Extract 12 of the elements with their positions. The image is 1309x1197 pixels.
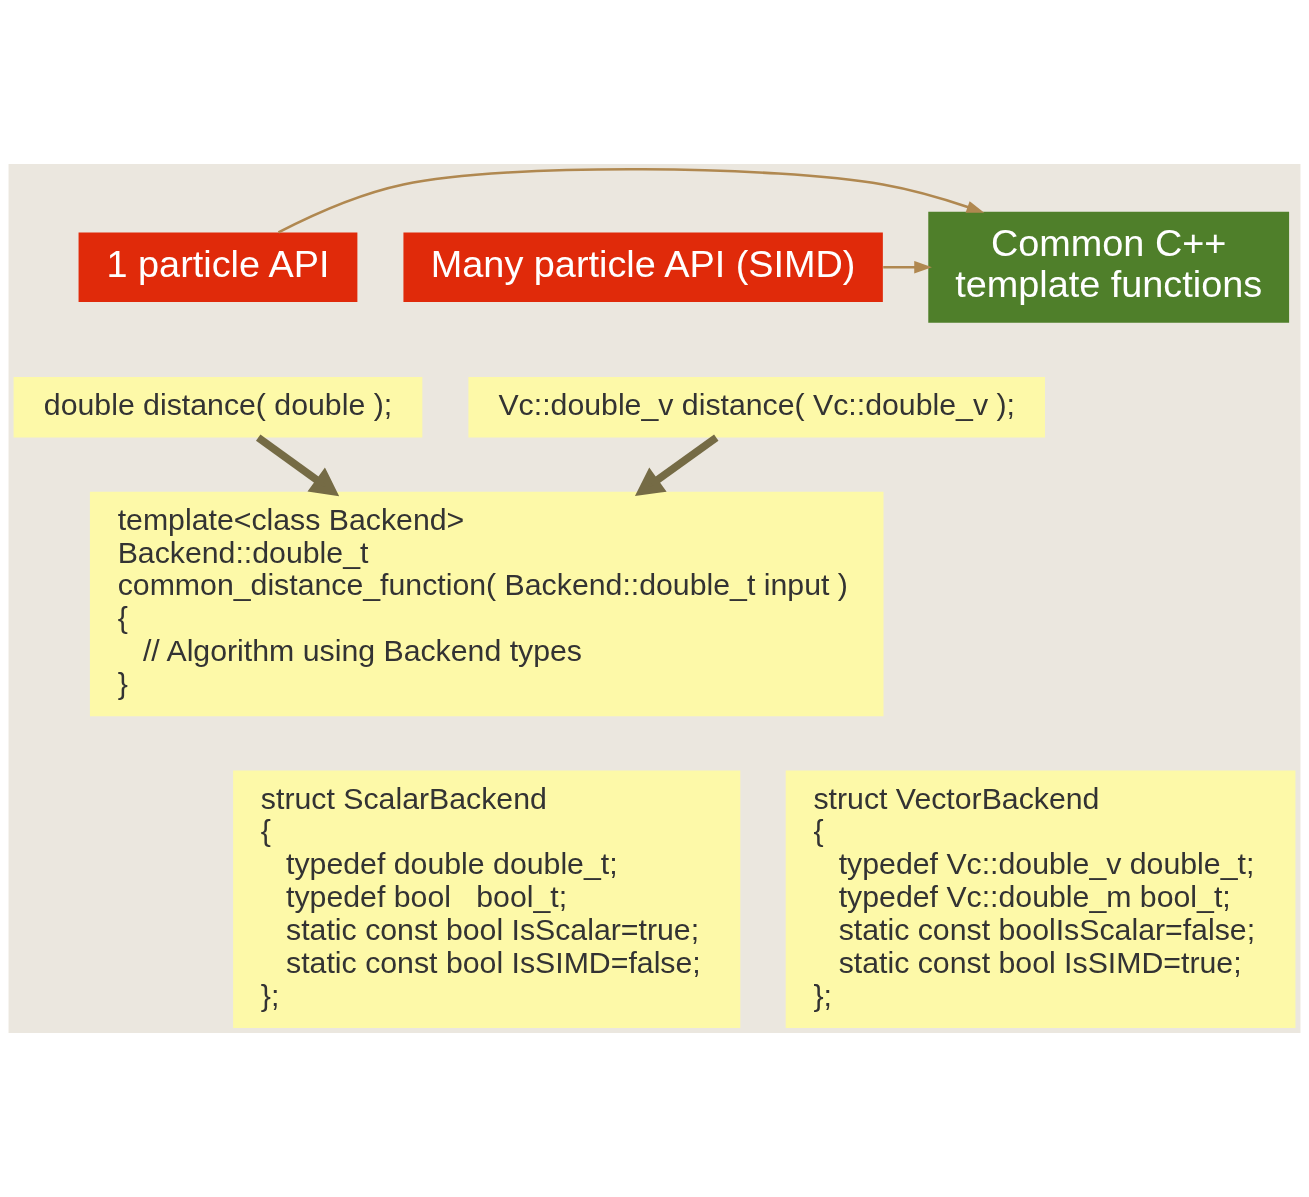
arrow [883,261,932,274]
node-box: Vc::double_v distance( Vc::double_v ); [468,376,1045,438]
node-box: struct VectorBackend { typedef Vc::double_v double_t; typedef Vc::double_m bool_t; static const boolIsScalar=false; static const bool IsSIMD=true; }; [785,770,1296,1028]
node-box: template<class Backend> Backend::double_t common_distance_function( Backend::double_t input ) { // Algorithm using Backend types } [89,491,884,717]
arrow [256,434,340,497]
arrow [634,434,719,497]
node-box: Common C++ template functions [928,211,1290,323]
arrow [277,168,985,234]
node-box: double distance( double ); [13,376,423,438]
node-box: 1 particle API [78,232,358,302]
node-box: Many particle API (SIMD) [403,232,883,302]
node-box: struct ScalarBackend { typedef double double_t; typedef bool bool_t; static const bool IsScalar=true; static const bool IsSIMD=false; }; [233,770,741,1028]
